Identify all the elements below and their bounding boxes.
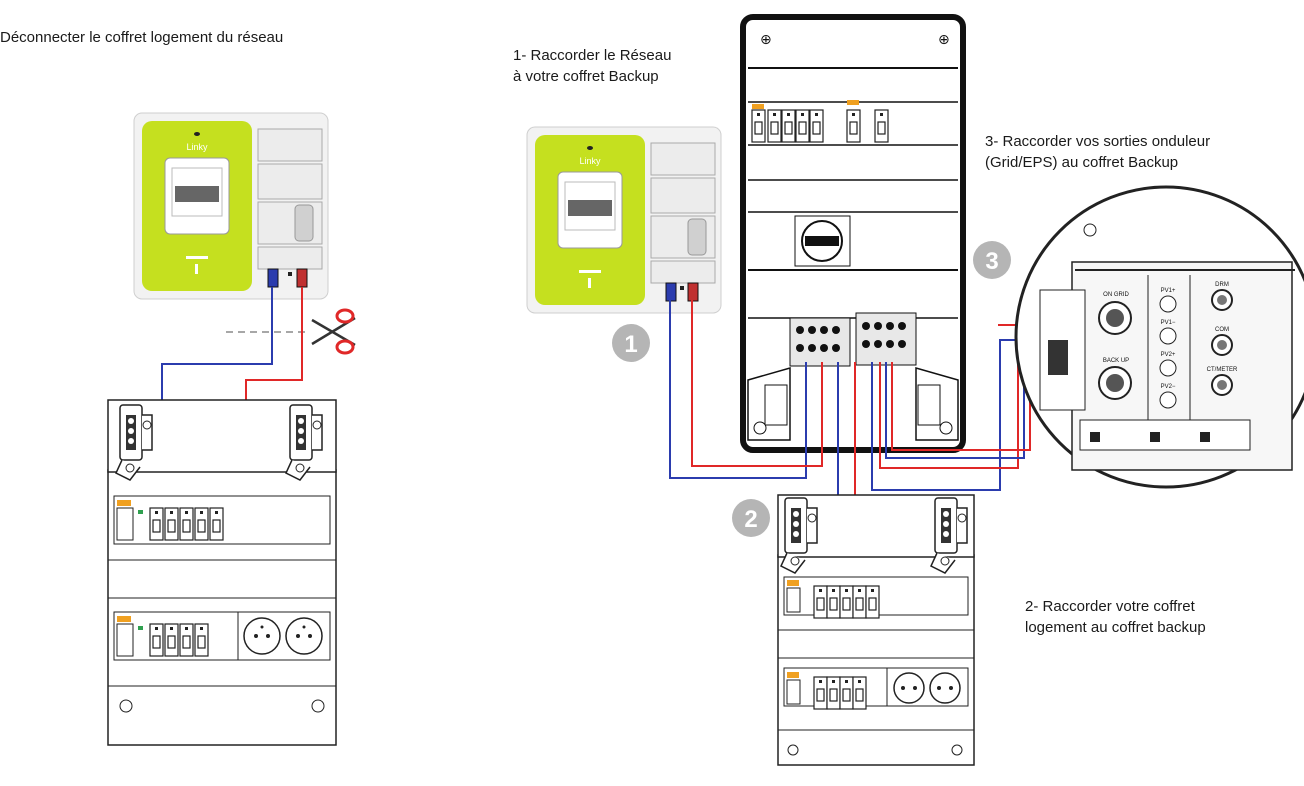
step1-line1: 1- Raccorder le Réseau — [513, 47, 672, 64]
port-back-up: BACK UP — [1103, 358, 1129, 364]
housing-box-right — [777, 494, 975, 766]
step-badge-2: 2 — [732, 499, 770, 537]
step1-caption: 1- Raccorder le Réseau à votre coffret B… — [513, 45, 671, 87]
step3-caption: 3- Raccorder vos sorties onduleur (Grid/… — [985, 131, 1210, 173]
backup-cabinet: ⊕ ⊕ — [740, 14, 966, 453]
step-badge-2-label: 2 — [744, 506, 757, 533]
inverter-detail: ON GRID BACK UP PV1+ PV1− PV2+ PV2− DRM … — [1014, 185, 1304, 489]
disconnect-caption: Déconnecter le coffret logement du résea… — [0, 29, 284, 46]
step2-line2: logement au coffret backup — [1025, 619, 1206, 636]
port-ct-meter: CT/METER — [1207, 367, 1238, 373]
step2-caption: 2- Raccorder votre coffret logement au c… — [1025, 596, 1206, 638]
port-pv1-minus: PV1− — [1161, 320, 1176, 326]
port-on-grid: ON GRID — [1103, 292, 1129, 298]
step1-line2: à votre coffret Backup — [513, 68, 659, 85]
linky-panel-left: Linky — [133, 112, 329, 300]
step2-line1: 2- Raccorder votre coffret — [1025, 598, 1195, 615]
port-pv2-minus: PV2− — [1161, 384, 1176, 390]
linky-brand: Linky — [186, 142, 208, 152]
svg-text:⊕: ⊕ — [760, 32, 772, 48]
step3-line1: 3- Raccorder vos sorties onduleur — [985, 133, 1211, 150]
step-badge-3-label: 3 — [985, 248, 998, 275]
linky-brand-2: Linky — [579, 156, 601, 166]
housing-box-left — [107, 399, 337, 746]
step-badge-1-label: 1 — [624, 331, 637, 358]
terminal-block — [789, 312, 917, 367]
scissors-icon — [311, 308, 356, 355]
step-badge-3: 3 — [973, 241, 1011, 279]
port-pv2-plus: PV2+ — [1161, 352, 1176, 358]
step3-line2: (Grid/EPS) au coffret Backup — [985, 154, 1179, 171]
linky-panel-right: Linky — [526, 126, 722, 314]
port-drm: DRM — [1215, 282, 1229, 288]
svg-text:⊕: ⊕ — [938, 32, 950, 48]
step-badge-1: 1 — [612, 324, 650, 362]
port-pv1-plus: PV1+ — [1161, 288, 1176, 294]
port-com: COM — [1215, 327, 1229, 333]
